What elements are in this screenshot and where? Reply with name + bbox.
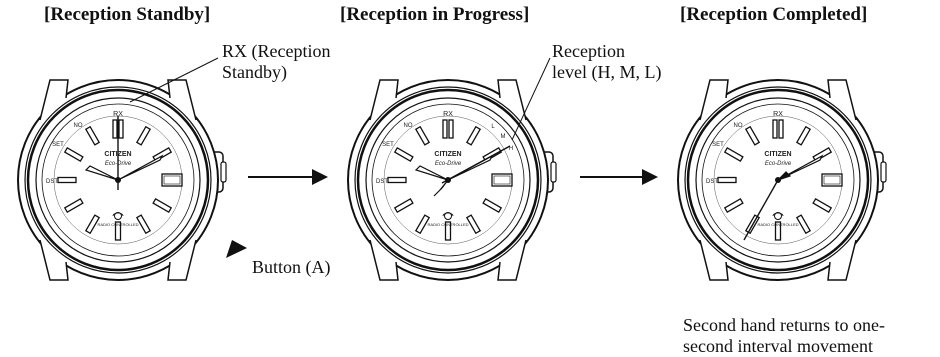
flow-arrow-2	[580, 169, 658, 185]
dial-label-set: SET	[712, 142, 724, 148]
dial-label-dst: DST	[46, 179, 58, 185]
title-reception-in-progress: [Reception in Progress]	[340, 4, 530, 25]
dial-brand: CITIZEN	[764, 151, 791, 158]
dial-label-set: SET	[52, 142, 64, 148]
dial-sub: RADIO CONTROLLED	[97, 222, 138, 227]
dial-label-m: M	[501, 134, 506, 140]
dial-model: Eco-Drive	[435, 161, 462, 167]
watch-completed: RX NO SET DST CITIZEN Eco-Drive RADIO CO…	[676, 78, 888, 282]
reception-level-callout: Reception level (H, M, L)	[552, 41, 662, 82]
dial-label-no: NO	[404, 123, 413, 129]
rx-callout: RX (Reception Standby)	[222, 41, 331, 82]
dial-sub: RADIO CONTROLLED	[757, 222, 798, 227]
dial-label-rx: RX	[443, 111, 453, 118]
dial-label-no: NO	[74, 123, 83, 129]
button-a-callout: Button (A)	[252, 257, 331, 277]
dial-label-l: L	[491, 124, 495, 130]
flow-arrow-1	[248, 169, 328, 185]
watch-standby: RX NO SET DST CITIZEN Eco-Drive RADIO CO…	[16, 78, 228, 282]
watch-in-progress: RX NO SET DST L M H CITIZEN Eco-Drive RA…	[346, 78, 558, 282]
dial-brand: CITIZEN	[434, 151, 461, 158]
dial-label-dst: DST	[706, 179, 718, 185]
level-leader-line	[511, 57, 551, 141]
dial-label-rx: RX	[113, 111, 123, 118]
dial-label-set: SET	[382, 142, 394, 148]
dial-sub: RADIO CONTROLLED	[427, 222, 468, 227]
dial-label-dst: DST	[376, 179, 388, 185]
title-reception-standby: [Reception Standby]	[44, 4, 211, 25]
dial-model: Eco-Drive	[765, 161, 792, 167]
dial-label-rx: RX	[773, 111, 783, 118]
dial-label-h: H	[509, 146, 513, 152]
title-reception-completed: [Reception Completed]	[680, 4, 868, 25]
rx-leader-line	[129, 57, 219, 103]
button-pointer-arrow	[226, 240, 247, 258]
dial-label-no: NO	[734, 123, 743, 129]
second-hand-note: Second hand returns to one-second interv…	[683, 315, 885, 356]
